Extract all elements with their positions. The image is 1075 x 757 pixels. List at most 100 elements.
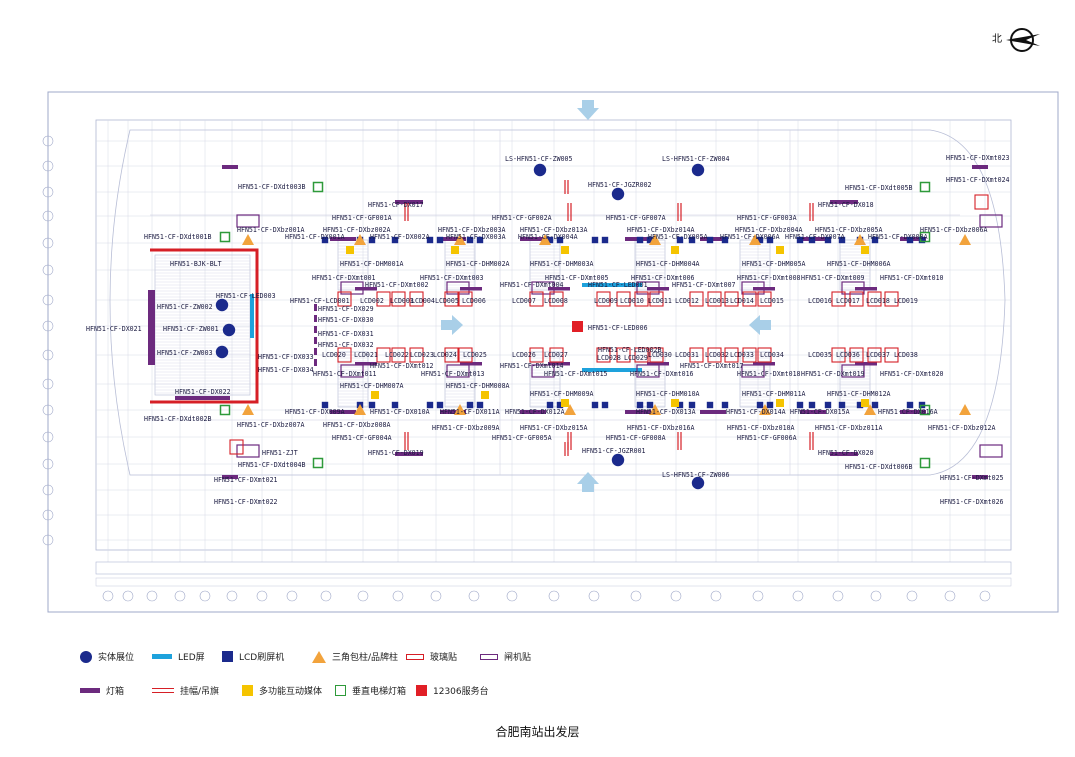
lightbox-marker	[972, 165, 988, 169]
label-dxbz010a: HFN51-CF-DXbz010A	[727, 424, 795, 432]
label-dx017: HFN51-CF-DX017	[368, 201, 424, 209]
gate-sticker-marker	[340, 364, 364, 378]
axis-bubble	[42, 237, 54, 249]
lcd-screen-marker	[321, 401, 329, 409]
label-dxmt013: HFN51-CF-DXmt013	[421, 370, 485, 378]
label-lcd030: LCD030	[648, 351, 672, 359]
legend-item-banner: 挂幅/吊旗	[152, 684, 219, 697]
label-lcd004: LCD004	[411, 297, 435, 305]
axis-bubble	[42, 378, 54, 390]
label-dx018: HFN51-CF-DX018	[818, 201, 874, 209]
exhibit-booth-marker	[222, 323, 236, 337]
gate-sticker-marker	[979, 214, 1003, 228]
label-dxbz005a: HFN51-CF-DXbz005A	[815, 226, 883, 234]
escalator-block	[337, 351, 369, 408]
label-gf007a: HFN51-CF-GF007A	[606, 214, 666, 222]
legend-label: 多功能互动媒体	[259, 687, 323, 697]
lightbox-marker	[900, 410, 926, 414]
lcd-screen-marker	[546, 401, 554, 409]
elevator-lightbox-marker	[312, 457, 324, 469]
plan-title: 合肥南站出发层	[495, 725, 580, 739]
lightbox-marker	[314, 337, 317, 344]
legend-label: 挂幅/吊旗	[180, 687, 220, 697]
label-dx032: HFN51-CF-DX032	[318, 341, 374, 349]
legend-swatch-service-icon	[416, 685, 427, 696]
lightbox-marker	[460, 362, 482, 366]
legend-label: 灯箱	[106, 687, 125, 697]
lcd-screen-marker	[838, 401, 846, 409]
label-dx016a: HFN51-CF-DX016A	[878, 408, 938, 416]
label-dx001a: HFN51-CF-DX001A	[285, 233, 345, 241]
legend-swatch-lcd-icon	[222, 651, 233, 662]
label-dxbz004a: HFN51-CF-DXbz004A	[735, 226, 803, 234]
label-dxdt003b: HFN51-CF-DXdt003B	[238, 183, 306, 191]
label-dhm012a: HFN51-CF-DHM012A	[827, 390, 891, 398]
lcd-screen-marker	[466, 401, 474, 409]
glass-sticker-marker	[742, 347, 757, 363]
label-dxbz003a: HFN51-CF-DXbz003A	[438, 226, 506, 234]
lcd-screen-marker	[756, 401, 764, 409]
banner-marker	[404, 432, 409, 450]
interactive-media-marker	[776, 246, 784, 254]
label-lcd010: LCD010	[620, 297, 644, 305]
axis-bubble	[102, 590, 114, 602]
axis-bubble	[870, 590, 882, 602]
label-dx006a: HFN51-CF-DX006A	[720, 233, 780, 241]
lightbox-marker	[314, 359, 317, 366]
lcd-screen-marker	[676, 236, 684, 244]
legend-swatch-lightbox-icon	[80, 688, 100, 693]
lightbox-marker	[647, 287, 669, 291]
label-dxbz007a: HFN51-CF-DXbz007A	[237, 421, 305, 429]
lcd-screen-marker	[906, 401, 914, 409]
label-dhm001a: HFN51-CF-DHM001A	[340, 260, 404, 268]
label-dx012a: HFN51-CF-DX012A	[505, 408, 565, 416]
lightbox-marker	[855, 287, 877, 291]
label-dxmt007: HFN51-CF-DXmt007	[672, 281, 736, 289]
glass-sticker-marker	[391, 347, 406, 363]
label-dxmt014: HFN51-CF-DXmt014	[500, 362, 564, 370]
lightbox-marker	[548, 287, 570, 291]
lightbox-marker	[440, 237, 466, 241]
gate-sticker-marker	[236, 444, 260, 458]
label-gf006a: HFN51-CF-GF006A	[737, 434, 797, 442]
elevator-lightbox-marker	[219, 231, 231, 243]
glass-sticker-marker	[409, 291, 424, 307]
glass-sticker-marker	[884, 291, 899, 307]
exhibit-booth-marker	[215, 298, 229, 312]
interactive-media-marker	[671, 399, 679, 407]
brand-column-marker	[959, 404, 971, 415]
label-dhm009a: HFN51-CF-DHM009A	[530, 390, 594, 398]
label-dhm004a: HFN51-CF-DHM004A	[636, 260, 700, 268]
axis-bubble	[792, 590, 804, 602]
gate-sticker-marker	[531, 364, 555, 378]
label-dxbz012a: HFN51-CF-DXbz012A	[928, 424, 996, 432]
label-lcd009: LCD009	[594, 297, 618, 305]
arrow-right	[749, 315, 771, 335]
lcd-screen-marker	[918, 236, 926, 244]
glass-sticker-marker	[831, 291, 846, 307]
banner-marker	[564, 180, 569, 194]
label-dhm005a: HFN51-CF-DHM005A	[742, 260, 806, 268]
label-zw006: LS-HFN51-CF-ZW006	[662, 471, 730, 479]
label-zw001: HFN51-CF-ZW001	[163, 325, 219, 333]
label-lcd014: LCD014	[730, 297, 754, 305]
label-gf001a: HFN51-CF-GF001A	[332, 214, 392, 222]
label-dhm010a: HFN51-CF-DHM010A	[636, 390, 700, 398]
legend-swatch-banner-icon	[152, 688, 174, 693]
glass-sticker-marker	[529, 291, 544, 307]
lightbox-marker	[395, 452, 423, 456]
label-dxbz006a: HFN51-CF-DXbz006A	[920, 226, 988, 234]
lightbox-marker	[175, 396, 230, 400]
label-lcd007: LCD007	[512, 297, 536, 305]
axis-bubble	[42, 458, 54, 470]
label-lcd012: LCD012	[675, 297, 699, 305]
lightbox-marker	[647, 362, 669, 366]
north-pointer-icon	[1006, 34, 1040, 46]
legend-label: 三角包柱/品牌柱	[332, 653, 399, 663]
led-screen-marker	[582, 368, 642, 372]
glass-sticker-marker	[724, 291, 739, 307]
legend-swatch-elevator-icon	[335, 685, 346, 696]
glass-sticker-marker	[724, 347, 739, 363]
lcd-screen-marker	[591, 401, 599, 409]
lcd-screen-marker	[808, 401, 816, 409]
